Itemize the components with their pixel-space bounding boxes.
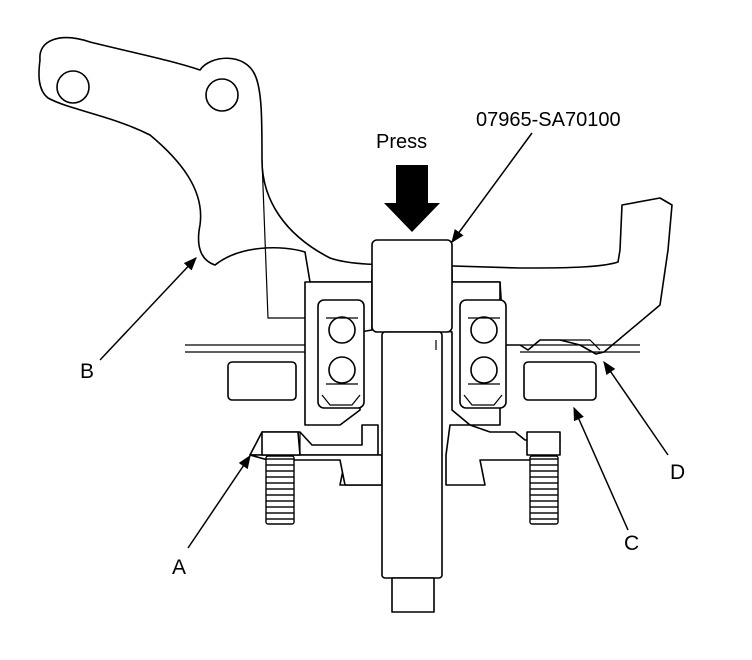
knuckle-hole-right	[205, 78, 239, 112]
bearing-balls	[321, 316, 503, 406]
knuckle-hole-left	[56, 70, 90, 104]
tool-number-label: 07965-SA70100	[476, 109, 621, 131]
leader-c	[573, 406, 629, 531]
leader-b	[99, 257, 197, 361]
callout-b: B	[80, 360, 94, 383]
tool-shaft	[381, 331, 443, 579]
seal-ring	[227, 361, 597, 401]
press-arrow	[384, 165, 440, 232]
tool-leader	[451, 132, 533, 244]
callout-c: C	[624, 532, 639, 555]
tool-thread	[391, 577, 435, 613]
seal-right	[523, 361, 597, 401]
wheel-studs	[261, 431, 561, 525]
leader-lines	[99, 132, 669, 549]
press-tool	[371, 239, 453, 613]
leader-d	[603, 360, 669, 456]
leader-a	[187, 454, 251, 549]
stud-right	[529, 455, 559, 525]
press-label: Press	[376, 131, 427, 153]
steering-knuckle	[38, 36, 673, 355]
callout-a: A	[172, 556, 186, 579]
seal-left	[227, 361, 297, 401]
callout-d: D	[670, 461, 685, 484]
stud-left	[265, 455, 295, 525]
tool-head	[371, 239, 453, 333]
